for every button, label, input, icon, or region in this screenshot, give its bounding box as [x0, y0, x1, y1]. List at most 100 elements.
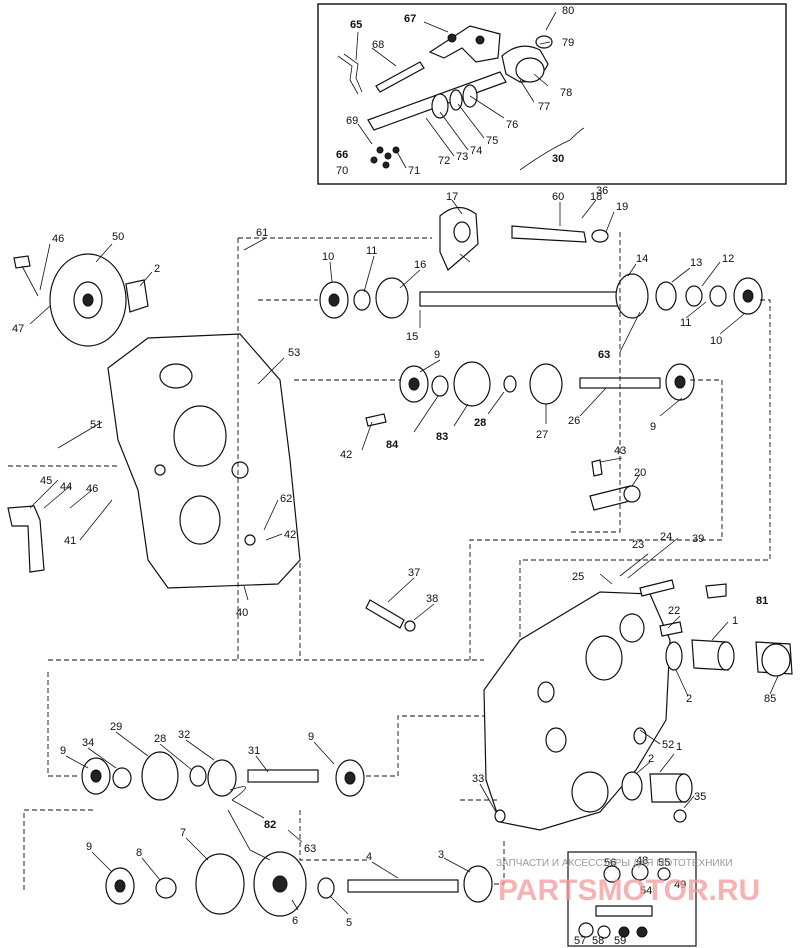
label-62: 62 — [280, 493, 292, 505]
label-27: 27 — [536, 429, 548, 441]
label-45: 45 — [40, 475, 52, 487]
label-44: 44 — [60, 481, 72, 493]
shaft-row-lower — [81, 751, 365, 801]
label-9-mid: 9 — [434, 349, 440, 361]
part-labels: 65 67 68 80 79 78 77 76 75 74 73 72 71 6… — [12, 5, 776, 947]
label-74: 74 — [470, 145, 482, 157]
label-53: 53 — [288, 347, 300, 359]
label-76: 76 — [506, 119, 518, 131]
label-55: 55 — [658, 857, 670, 869]
label-42-left: 42 — [340, 449, 352, 461]
label-73: 73 — [456, 151, 468, 163]
bolt-22 — [659, 621, 683, 637]
shift-fork-17 — [439, 206, 479, 271]
leader-lines — [29, 11, 779, 915]
label-68: 68 — [372, 39, 384, 51]
cap-35 — [673, 809, 687, 823]
watermark-caption: ЗАПЧАСТИ И АКСЕССУАРЫ ДЛЯ МОТОТЕХНИКИ — [496, 858, 733, 869]
pin-42 — [365, 413, 387, 427]
shaft-1-lower — [621, 771, 693, 803]
label-79: 79 — [562, 37, 574, 49]
label-39: 39 — [692, 533, 704, 545]
label-9-bottom: 9 — [86, 841, 92, 853]
label-38: 38 — [426, 593, 438, 605]
shift-shaft-assembly — [367, 71, 507, 131]
label-14: 14 — [636, 253, 648, 265]
label-80: 80 — [562, 5, 574, 17]
label-18: 18 — [590, 191, 602, 203]
label-9-lowerleft: 9 — [60, 745, 66, 757]
label-58: 58 — [592, 935, 604, 947]
label-16: 16 — [414, 259, 426, 271]
shaft-row-middle — [399, 361, 695, 407]
detent-balls-66 — [370, 146, 400, 169]
label-5: 5 — [346, 917, 352, 929]
label-71: 71 — [408, 165, 420, 177]
bolt-39 — [639, 579, 675, 597]
label-22: 22 — [668, 605, 680, 617]
label-41: 41 — [64, 535, 76, 547]
label-77: 77 — [538, 101, 550, 113]
label-32: 32 — [178, 729, 190, 741]
label-78: 78 — [560, 87, 572, 99]
label-11-left: 11 — [366, 245, 377, 257]
cable-30 — [519, 127, 585, 171]
label-24: 24 — [660, 531, 672, 543]
pin-68 — [375, 61, 425, 93]
label-37: 37 — [408, 567, 420, 579]
label-65: 65 — [350, 19, 362, 31]
label-4: 4 — [366, 851, 372, 863]
label-17: 17 — [446, 191, 458, 203]
label-2-mid: 2 — [686, 693, 692, 705]
label-2-top: 2 — [154, 263, 160, 275]
label-25: 25 — [572, 571, 584, 583]
label-56: 56 — [604, 857, 616, 869]
label-72: 72 — [438, 155, 450, 167]
label-10-right: 10 — [710, 335, 722, 347]
label-61: 61 — [256, 227, 268, 239]
bushing-2-top — [125, 279, 149, 313]
shift-rod-65 — [337, 53, 363, 95]
label-60: 60 — [552, 191, 564, 203]
label-50: 50 — [112, 231, 124, 243]
label-10-left: 10 — [322, 251, 334, 263]
key-81 — [705, 583, 727, 599]
label-67: 67 — [404, 13, 416, 25]
label-19: 19 — [616, 201, 628, 213]
washer-38 — [404, 620, 416, 632]
label-1-low: 1 — [676, 741, 682, 753]
fork-shaft-18 — [511, 225, 609, 243]
nut-33 — [494, 809, 506, 823]
label-85: 85 — [764, 693, 776, 705]
label-33: 33 — [472, 773, 484, 785]
label-63-top: 63 — [598, 349, 610, 361]
ring-20 — [623, 485, 641, 503]
label-46-mid: 46 — [86, 483, 98, 495]
label-49: 49 — [674, 879, 686, 891]
inset-frame-top — [317, 3, 787, 185]
label-70: 70 — [336, 165, 348, 177]
label-40: 40 — [236, 607, 248, 619]
label-35: 35 — [694, 791, 706, 803]
label-43: 43 — [614, 445, 626, 457]
screw-43 — [591, 459, 603, 477]
label-23: 23 — [632, 539, 644, 551]
label-57: 57 — [574, 935, 586, 947]
label-84: 84 — [386, 439, 399, 451]
label-63-low: 63 — [304, 843, 316, 855]
label-26: 26 — [568, 415, 580, 427]
label-28-low: 28 — [154, 733, 166, 745]
label-9-right: 9 — [650, 421, 656, 433]
shaft-row-bottom — [105, 851, 493, 917]
label-20: 20 — [634, 467, 646, 479]
label-1-top: 1 — [732, 615, 738, 627]
label-47: 47 — [12, 323, 24, 335]
bushing-85 — [761, 643, 791, 677]
label-52: 52 — [662, 739, 674, 751]
label-36: 36 — [596, 185, 608, 197]
cam-76-78 — [501, 35, 553, 83]
label-82: 82 — [264, 819, 276, 831]
watermark-brand: PARTSMOTOR.RU — [498, 874, 760, 907]
label-42-right: 42 — [284, 529, 296, 541]
